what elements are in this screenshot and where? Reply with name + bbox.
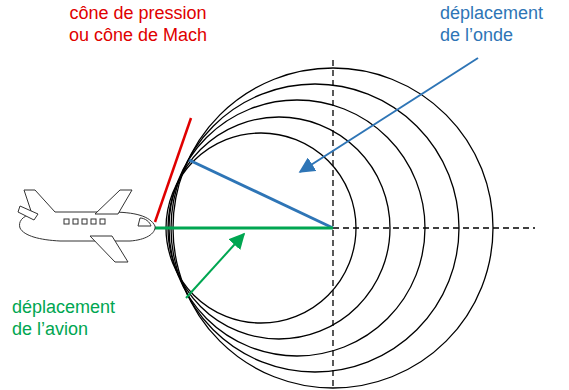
axes: [333, 60, 535, 388]
airplane-icon: [18, 190, 155, 262]
plane-displacement: [155, 227, 333, 230]
plane-label: déplacement de l’avion: [12, 296, 132, 340]
wave-label: déplacement de l’onde: [440, 2, 558, 46]
leader-arrow: [300, 58, 478, 172]
leader-arrow: [186, 234, 244, 298]
wave-displacement: [189, 160, 333, 228]
cone-label: cône de pression ou cône de Mach: [58, 2, 218, 46]
mach-cone-line: [155, 118, 191, 222]
